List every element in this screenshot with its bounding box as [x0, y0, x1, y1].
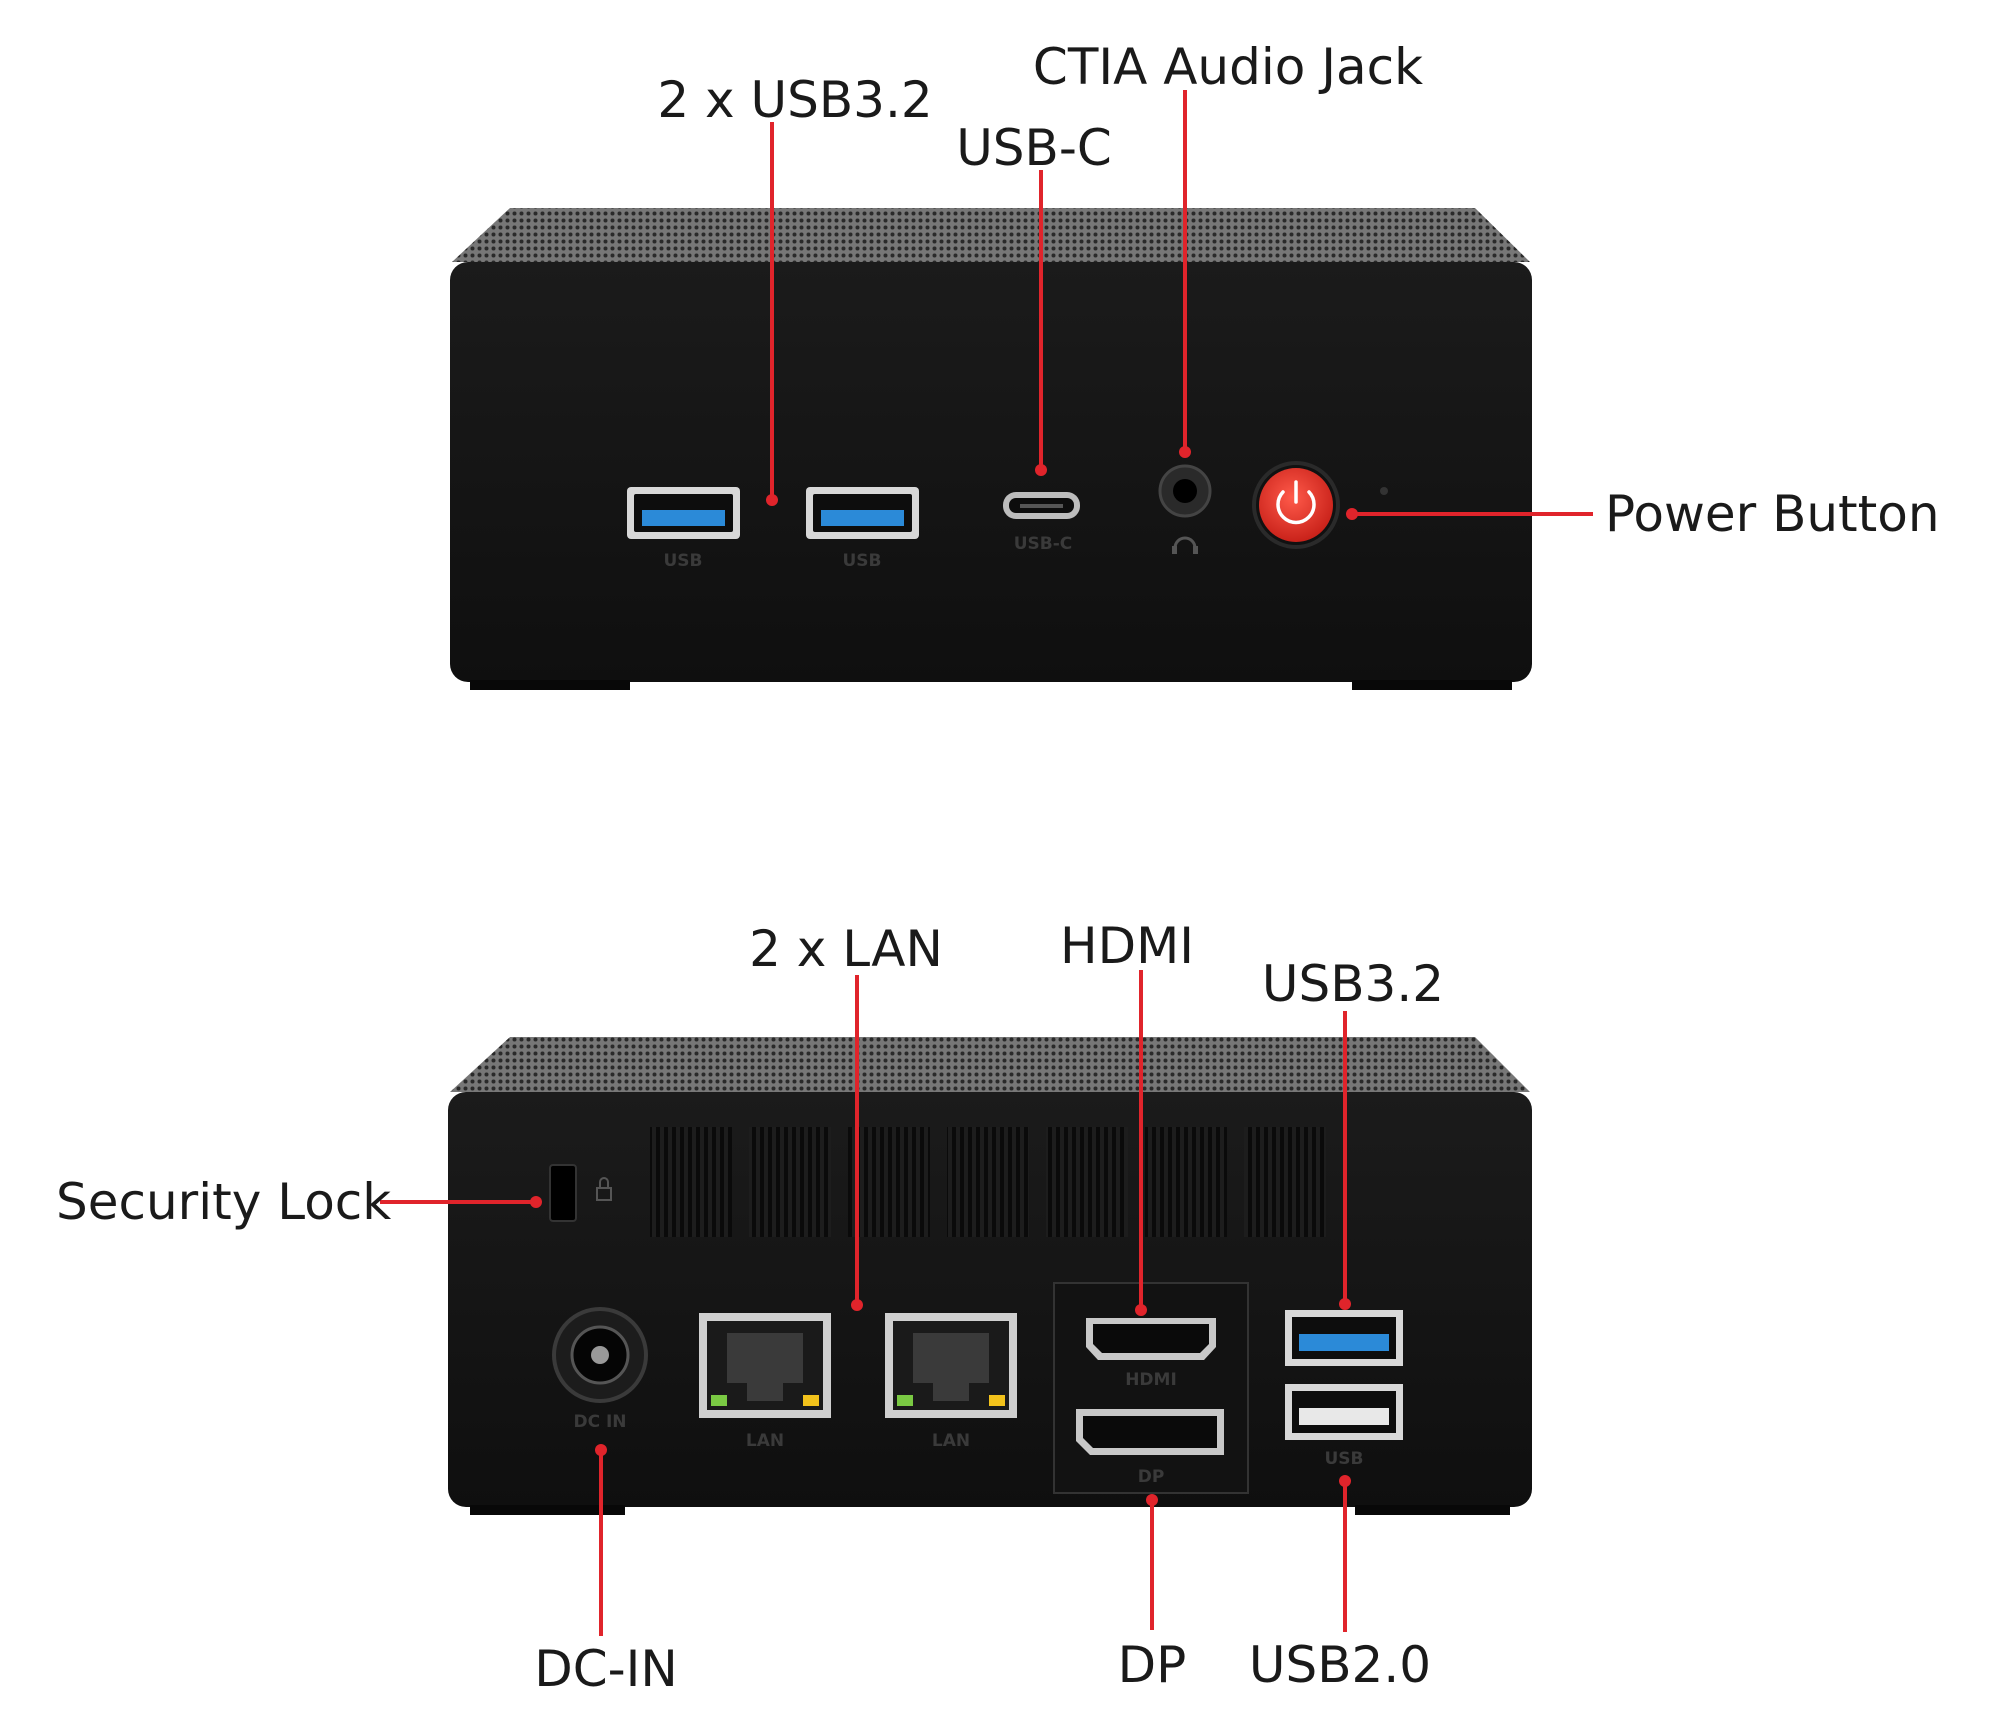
port-label-usb-c: USB-C — [1014, 534, 1073, 554]
dot-dp — [1146, 1494, 1158, 1506]
callout-dc-in: DC-IN — [534, 1640, 678, 1698]
headset-icon — [1172, 536, 1198, 554]
callout-security-lock: Security Lock — [56, 1173, 391, 1231]
port-label-dp: DP — [1138, 1467, 1165, 1487]
dot-usb20 — [1339, 1475, 1351, 1487]
front-usb-a-port-left: USB — [627, 487, 740, 571]
displayport: DP — [1076, 1409, 1224, 1487]
front-top-mesh — [452, 208, 1530, 262]
rj45-port-left: LAN — [699, 1313, 831, 1451]
port-label-lan-right: LAN — [932, 1431, 970, 1451]
front-usb-a-port-right: USB — [806, 487, 919, 571]
dot-lan — [851, 1299, 863, 1311]
rj45-port-right: LAN — [885, 1313, 1017, 1451]
vent-grille — [650, 1127, 1326, 1237]
port-label-usb-right: USB — [842, 551, 881, 571]
dot-audio — [1179, 446, 1191, 458]
rear-usb32-port — [1285, 1310, 1403, 1366]
callout-usb-c: USB-C — [956, 119, 1112, 177]
callout-power: Power Button — [1605, 485, 1940, 543]
dot-usb32-pair — [766, 494, 778, 506]
security-lock-slot — [549, 1164, 612, 1222]
audio-jack — [1158, 464, 1212, 554]
dot-usb-c — [1035, 464, 1047, 476]
callout-usb32-pair: 2 x USB3.2 — [657, 71, 932, 129]
power-icon — [1276, 480, 1316, 525]
rear-foot-left — [470, 1505, 625, 1515]
front-chassis — [450, 262, 1532, 682]
rear-foot-right — [1355, 1505, 1510, 1515]
rear-usb20-port: USB — [1285, 1384, 1403, 1469]
port-label-lan-left: LAN — [746, 1431, 784, 1451]
port-label-hdmi: HDMI — [1125, 1370, 1177, 1390]
dot-dc-in — [595, 1444, 607, 1456]
dc-in-jack: DC IN — [552, 1307, 648, 1432]
dot-usb32 — [1339, 1298, 1351, 1310]
power-led — [1380, 487, 1388, 495]
lock-icon — [596, 1177, 612, 1201]
callout-lan: 2 x LAN — [749, 920, 943, 978]
power-button[interactable] — [1252, 461, 1340, 549]
dot-security-lock — [530, 1196, 542, 1208]
port-label-usb: USB — [1324, 1449, 1363, 1469]
port-label-dc-in: DC IN — [573, 1412, 626, 1432]
callout-audio: CTIA Audio Jack — [1033, 38, 1423, 96]
front-foot-right — [1352, 680, 1512, 690]
front-view: USB USB USB-C — [450, 38, 1940, 690]
rear-view: DC IN LAN LAN HDMI — [56, 917, 1532, 1698]
callout-usb32: USB3.2 — [1262, 955, 1444, 1013]
dot-power — [1346, 508, 1358, 520]
port-label-usb-left: USB — [663, 551, 702, 571]
callout-usb20: USB2.0 — [1249, 1636, 1431, 1694]
front-foot-left — [470, 680, 630, 690]
rear-top-mesh — [450, 1037, 1530, 1092]
dot-hdmi — [1135, 1304, 1147, 1316]
front-usb-c-port: USB-C — [1003, 492, 1080, 554]
hdmi-port: HDMI — [1086, 1318, 1216, 1390]
callout-dp: DP — [1118, 1636, 1187, 1694]
callout-hdmi: HDMI — [1060, 917, 1194, 975]
